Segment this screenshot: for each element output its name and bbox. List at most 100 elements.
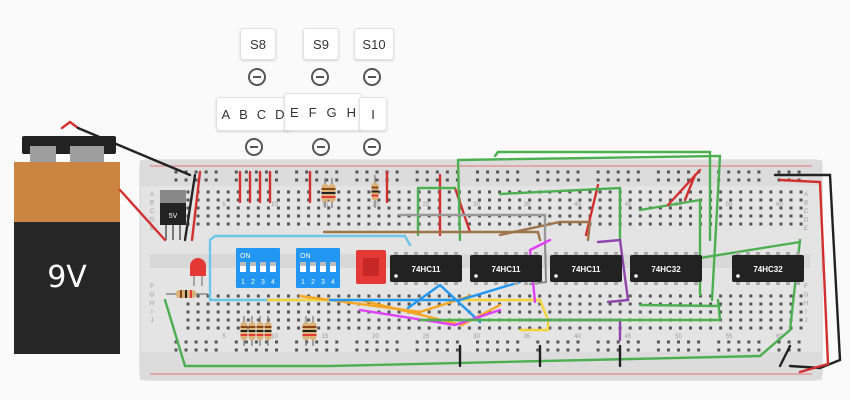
- resistor[interactable]: [371, 175, 379, 208]
- row-letter: C: [150, 209, 155, 215]
- dip-number: 3: [321, 279, 325, 286]
- chip-label: 74HC32: [651, 265, 681, 274]
- dip-number: 1: [301, 279, 305, 286]
- row-letter: H: [804, 301, 808, 307]
- battery-label: 9V: [47, 260, 87, 295]
- column-number: 5: [222, 202, 226, 208]
- probe-icon[interactable]: [363, 138, 381, 156]
- row-letter: F: [150, 284, 154, 290]
- row-letter: H: [150, 301, 154, 307]
- dip-toggle[interactable]: [320, 262, 326, 272]
- column-number: 45: [625, 334, 632, 340]
- resistor[interactable]: [302, 316, 310, 346]
- switch-label-s9[interactable]: S9: [303, 28, 339, 60]
- ic-chip[interactable]: 74HC11: [390, 252, 462, 285]
- resistor[interactable]: [256, 316, 264, 346]
- input-label-i[interactable]: I: [359, 97, 387, 131]
- resistor[interactable]: [328, 178, 336, 208]
- row-letter: D: [804, 218, 809, 224]
- column-number: 50: [675, 334, 682, 340]
- ic-chips[interactable]: 74HC11 74HC11 74HC11 74HC32 74HC32: [390, 252, 804, 285]
- battery-9v[interactable]: 9V: [14, 136, 120, 354]
- resistor[interactable]: [240, 316, 248, 346]
- probe-icon[interactable]: [245, 138, 263, 156]
- row-letter: B: [150, 201, 154, 207]
- input-labels-efgh[interactable]: E F G H: [284, 93, 362, 131]
- column-number: 10: [271, 202, 278, 208]
- probe-icon[interactable]: [311, 68, 329, 86]
- column-number: 30: [473, 202, 480, 208]
- row-letter: E: [150, 226, 154, 232]
- dip-number: 3: [261, 279, 265, 286]
- column-number: 35: [524, 202, 531, 208]
- ic-chip[interactable]: 74HC32: [630, 252, 702, 285]
- resistor[interactable]: [264, 316, 272, 346]
- voltage-regulator[interactable]: 5V: [160, 190, 186, 240]
- chip-label: 74HC11: [412, 265, 441, 274]
- dip-toggle[interactable]: [300, 262, 306, 272]
- probe-icon[interactable]: [312, 138, 330, 156]
- column-number: 20: [372, 334, 379, 340]
- row-letter: J: [151, 318, 154, 324]
- row-letter: J: [805, 318, 808, 324]
- dip-number: 2: [311, 279, 315, 286]
- probe-icon[interactable]: [363, 68, 381, 86]
- dip-number: 2: [251, 279, 255, 286]
- dip-toggle[interactable]: [270, 262, 276, 272]
- column-number: 55: [726, 202, 733, 208]
- column-number: 40: [574, 334, 581, 340]
- switch-label-s8[interactable]: S8: [240, 28, 276, 60]
- column-number: 20: [372, 202, 379, 208]
- resistor[interactable]: [321, 178, 329, 208]
- row-letter: G: [804, 293, 809, 299]
- row-letter: B: [804, 201, 808, 207]
- dip-toggle[interactable]: [310, 262, 316, 272]
- row-letter: I: [151, 310, 153, 316]
- row-letter: I: [805, 310, 807, 316]
- column-number: 35: [524, 334, 531, 340]
- column-number: 45: [625, 202, 632, 208]
- column-number: 5: [222, 334, 226, 340]
- dip-on-label: ON: [240, 253, 251, 260]
- dip-toggle[interactable]: [250, 262, 256, 272]
- column-number: 30: [473, 334, 480, 340]
- red-switch[interactable]: [356, 250, 386, 284]
- chip-label: 74HC11: [492, 265, 521, 274]
- column-number: 60: [776, 334, 783, 340]
- resistor[interactable]: [166, 290, 208, 298]
- column-number: 15: [322, 334, 329, 340]
- chip-label: 74HC11: [572, 265, 601, 274]
- row-letter: F: [804, 284, 808, 290]
- ic-chip[interactable]: 74HC11: [550, 252, 622, 285]
- dip-toggle[interactable]: [240, 262, 246, 272]
- dip-toggle[interactable]: [260, 262, 266, 272]
- column-number: 10: [271, 334, 278, 340]
- row-letter: A: [804, 192, 808, 198]
- led[interactable]: [190, 258, 206, 286]
- resistor[interactable]: [309, 316, 317, 346]
- row-letter: D: [150, 218, 155, 224]
- column-number: 50: [675, 202, 682, 208]
- wires[interactable]: [60, 120, 842, 374]
- resistors[interactable]: [166, 175, 379, 346]
- row-letter: C: [804, 209, 809, 215]
- ic-chip[interactable]: 74HC11: [470, 252, 542, 285]
- resistor[interactable]: [248, 316, 256, 346]
- probe-icon[interactable]: [248, 68, 266, 86]
- regulator-label: 5V: [169, 213, 178, 220]
- switch-label-s10[interactable]: S10: [354, 28, 394, 60]
- chip-label: 74HC32: [753, 265, 783, 274]
- ic-chip[interactable]: 74HC32: [732, 252, 804, 285]
- column-numbers: 5510101515202025253030353540404545505055…: [150, 192, 809, 340]
- dip-number: 4: [271, 279, 275, 286]
- dip-toggle[interactable]: [330, 262, 336, 272]
- column-number: 40: [574, 202, 581, 208]
- column-number: 25: [423, 334, 430, 340]
- dip-number: 4: [331, 279, 335, 286]
- input-labels-abcd[interactable]: A B C D: [216, 97, 290, 131]
